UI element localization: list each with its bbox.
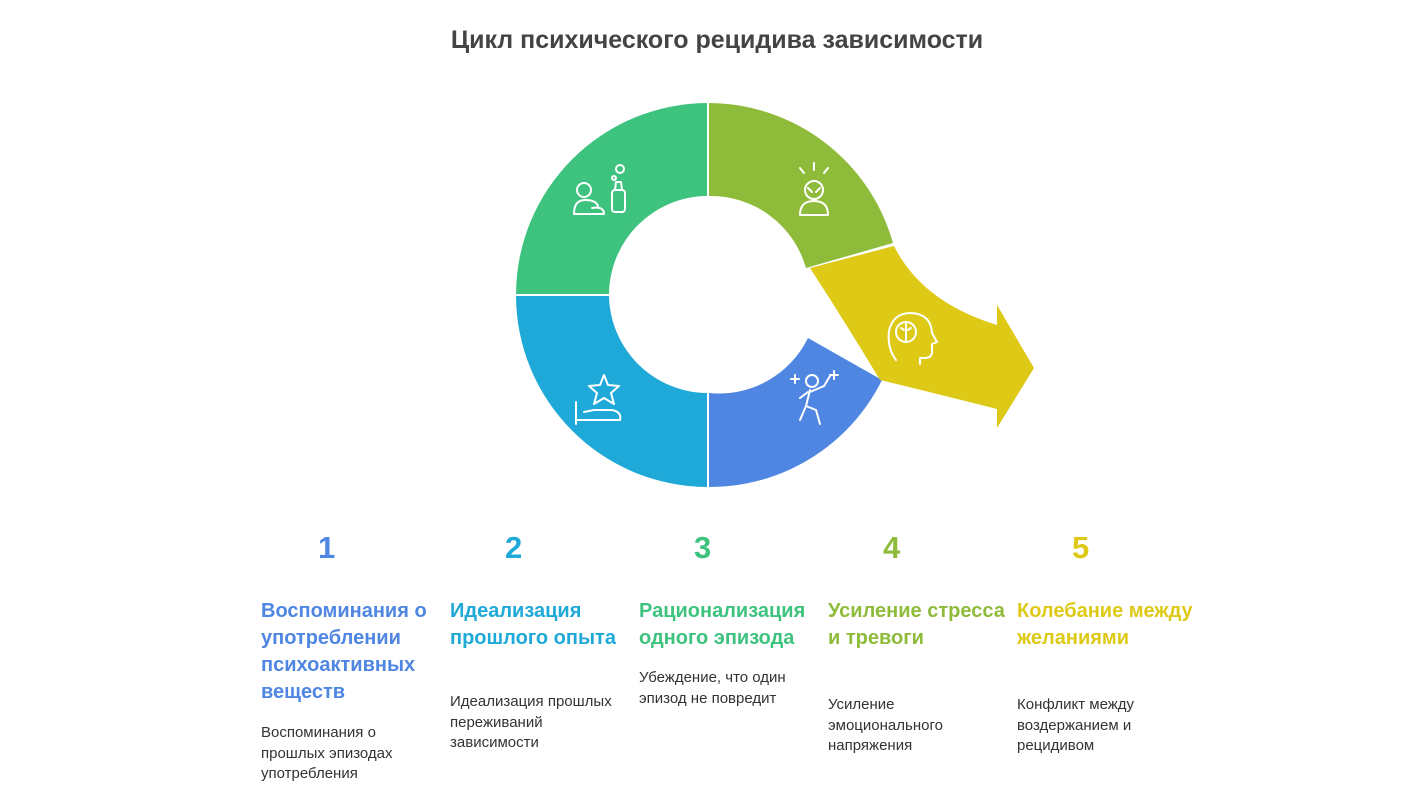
step-number: 2: [505, 530, 523, 565]
step-number: 1: [318, 530, 336, 565]
step-description: Усиление эмоционального напряжения: [828, 696, 943, 754]
segment-blue: [709, 338, 882, 488]
step-title: Колебание между желаниями: [1017, 600, 1193, 649]
step-description: Идеализация прошлых переживаний зависимо…: [450, 693, 612, 751]
step-number: 3: [694, 530, 712, 565]
step-title: Идеализация прошлого опыта: [450, 600, 616, 649]
hand-star-icon: [575, 374, 622, 425]
step-title: Рационализация одного эпизода: [639, 600, 806, 649]
head-brain-icon: [887, 312, 938, 365]
step-description: Воспоминания о прошлых эпизодах употребл…: [261, 724, 393, 782]
step-number: 4: [883, 530, 901, 565]
segment-yellow-arrow: [810, 246, 1034, 428]
relapse-cycle-diagram: [516, 103, 1034, 488]
person-bottle-icon: [573, 164, 626, 215]
celebrating-person-icon: [790, 370, 839, 425]
stressed-person-icon: [799, 162, 829, 216]
step-description: Убеждение, что один эпизод не повредит: [639, 669, 786, 707]
diagram-title: Цикл психического рецидива зависимости: [450, 26, 984, 54]
step-title: Усиление стресса и тревоги: [828, 600, 1005, 649]
step-number: 5: [1072, 530, 1090, 565]
step-description: Конфликт между воздержанием и рецидивом: [1017, 696, 1135, 754]
segment-green: [709, 103, 893, 268]
step-title: Воспоминания о употреблении психоактивны…: [261, 600, 427, 703]
